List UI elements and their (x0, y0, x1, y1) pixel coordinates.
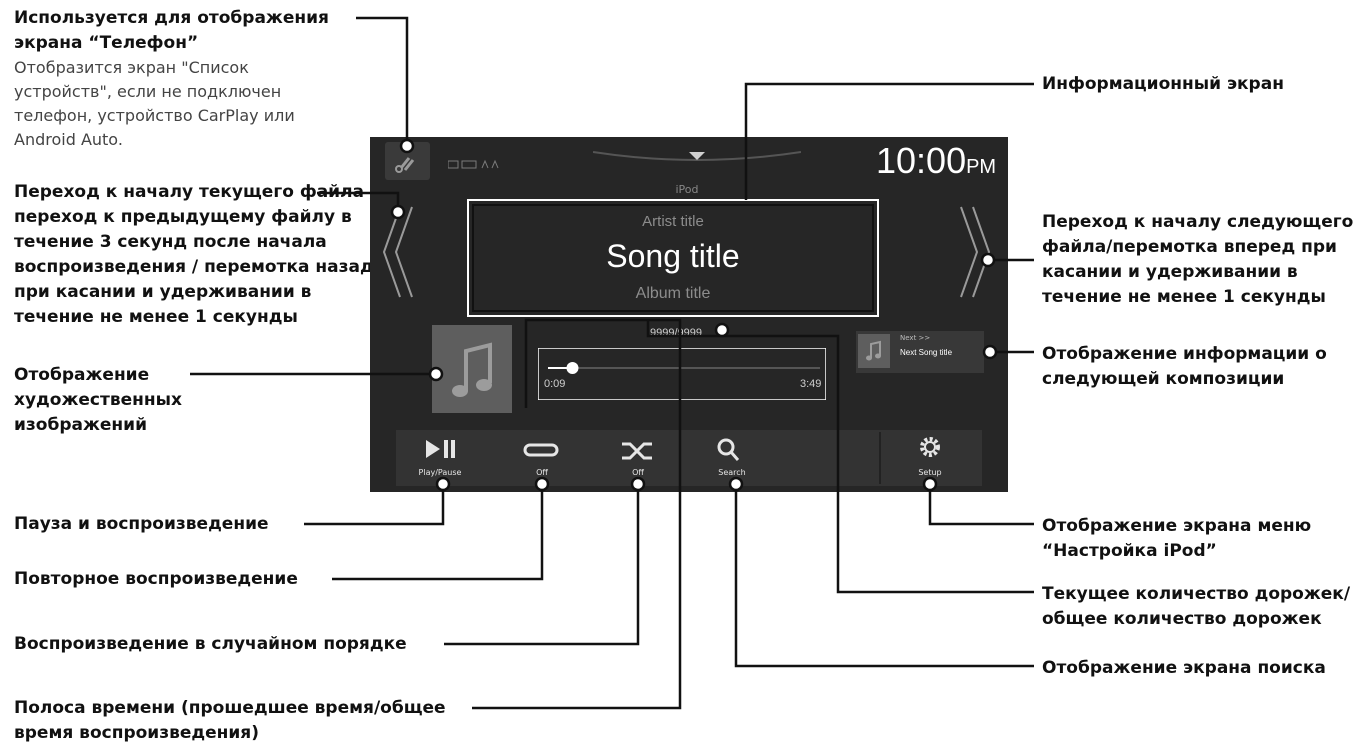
annotation-artwork-text: Отображение художественных изображений (14, 365, 182, 435)
next-track-icon[interactable] (955, 205, 995, 300)
info-screen-frame (467, 199, 879, 317)
artist-title: Artist title (642, 213, 704, 230)
play-pause-label: Play/Pause (418, 468, 462, 477)
play-icon (426, 440, 440, 458)
annotation-info-screen: Информационный экран (1042, 72, 1342, 97)
annotation-previous: Переход к началу текущего файла / перехо… (14, 180, 379, 330)
annotation-repeat-text: Повторное воспроизведение (14, 569, 298, 589)
annotation-next-info-text: Отображение информации о следующей компо… (1042, 344, 1327, 389)
annotation-pause-play: Пауза и воспроизведение (14, 512, 314, 537)
search-label: Search (718, 468, 746, 477)
annotation-repeat: Повторное воспроизведение (14, 567, 334, 592)
annotation-track-count: Текущее количество дорожек/ общее количе… (1042, 582, 1360, 632)
music-note-icon (866, 340, 881, 361)
album-title: Album title (635, 285, 711, 302)
gear-icon (920, 437, 940, 457)
song-title: Song title (606, 238, 740, 274)
annotation-phone-desc: Отобразится экран "Список устройств", ес… (14, 58, 295, 149)
next-label: Next >> (900, 334, 931, 342)
phone-button[interactable] (385, 142, 430, 180)
annotation-phone: Используется для отображения экрана “Тел… (14, 6, 354, 152)
annotation-phone-title: Используется для отображения экрана “Тел… (14, 8, 329, 53)
clock-ampm: PM (966, 156, 997, 178)
shuffle-icon (622, 442, 652, 460)
shuffle-label: Off (632, 468, 644, 477)
annotation-next: Переход к началу следующего файла/перемо… (1042, 210, 1360, 310)
elapsed-time: 0:09 (544, 378, 566, 390)
annotation-previous-text: Переход к началу текущего файла / перехо… (14, 182, 377, 327)
annotation-shuffle: Воспроизведение в случайном порядке (14, 632, 434, 657)
next-song-artwork (858, 334, 890, 368)
annotation-setup: Отображение экрана меню “Настройка iPod” (1042, 514, 1342, 564)
annotation-shuffle-text: Воспроизведение в случайном порядке (14, 634, 407, 654)
next-song-title: Next Song title (900, 348, 953, 357)
repeat-icon (523, 443, 559, 457)
annotation-timebar: Полоса времени (прошедшее время/общее вр… (14, 696, 474, 746)
annotation-setup-text: Отображение экрана меню “Настройка iPod” (1042, 516, 1312, 561)
annotation-artwork: Отображение художественных изображений (14, 363, 194, 438)
phone-link-icon (395, 157, 415, 173)
chevron-down-icon (689, 152, 705, 160)
track-counter: 9999/9999 (650, 327, 702, 339)
annotation-next-info: Отображение информации о следующей компо… (1042, 342, 1360, 392)
total-time: 3:49 (800, 378, 822, 390)
annotation-timebar-text: Полоса времени (прошедшее время/общее вр… (14, 698, 446, 743)
clock-time: 10:00 (876, 140, 967, 181)
clock: 10:00PM (876, 140, 996, 182)
repeat-label: Off (536, 468, 548, 477)
play-pause-button[interactable] (410, 430, 470, 482)
status-icons (447, 158, 528, 175)
top-menu-handle[interactable] (593, 140, 801, 170)
annotation-search-text: Отображение экрана поиска (1042, 658, 1326, 678)
search-icon (717, 438, 735, 456)
previous-track-icon[interactable] (378, 205, 418, 300)
progress-handle (566, 362, 579, 374)
status-indicator-icons (447, 159, 499, 169)
annotation-track-count-text: Текущее количество дорожек/ общее количе… (1042, 584, 1351, 629)
setup-label: Setup (918, 468, 942, 477)
annotation-next-text: Переход к началу следующего файла/перемо… (1042, 212, 1354, 307)
annotation-search: Отображение экрана поиска (1042, 656, 1360, 681)
album-artwork (432, 325, 512, 413)
time-bar[interactable] (538, 348, 826, 400)
source-label: iPod (675, 183, 699, 196)
annotation-pause-play-text: Пауза и воспроизведение (14, 514, 269, 534)
annotation-info-screen-text: Информационный экран (1042, 74, 1284, 94)
music-note-icon (452, 342, 492, 397)
